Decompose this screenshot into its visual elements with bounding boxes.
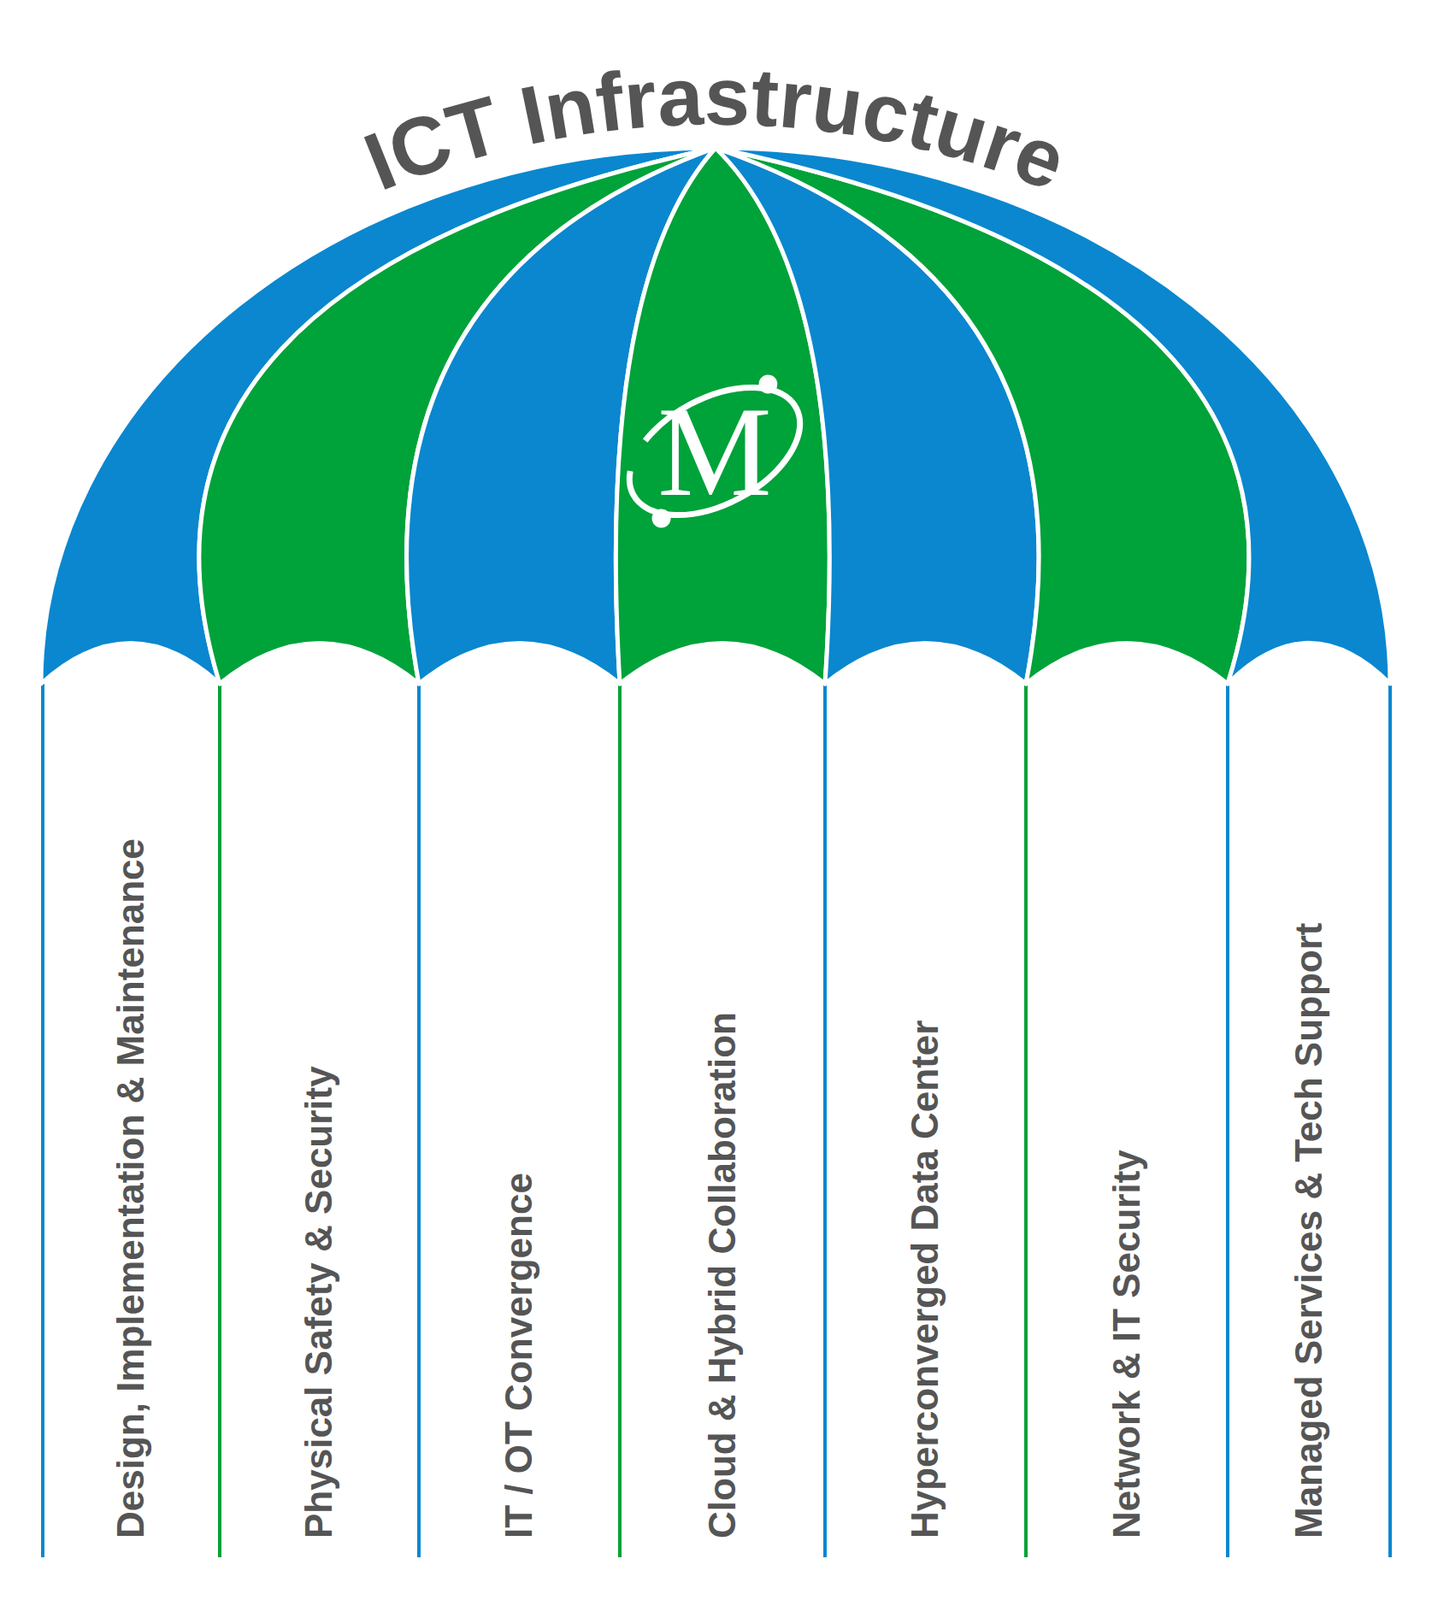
umbrella-rib [218, 679, 222, 1558]
umbrella-rib [618, 679, 622, 1558]
column-label: Cloud & Hybrid Collaboration [700, 769, 746, 1539]
title-path-text: ICT Infrastructure [352, 49, 1079, 207]
service-column: Hyperconverged Data Center [827, 709, 1024, 1556]
logo-letter: M [657, 387, 772, 516]
column-label: Managed Services & Tech Support [1286, 769, 1332, 1539]
column-label: Design, Implementation & Maintenance [108, 837, 154, 1539]
logo-ring [608, 361, 822, 543]
service-column: Physical Safety & Security [222, 709, 417, 1556]
umbrella-rib [1388, 679, 1392, 1558]
umbrella-rib [823, 679, 827, 1558]
column-label: IT / OT Convergence [496, 769, 543, 1539]
umbrella-rib [1225, 679, 1230, 1558]
umbrella-panel [715, 147, 1391, 684]
umbrella-rib [1024, 679, 1028, 1558]
service-column: Design, Implementation & Maintenance [45, 709, 218, 1556]
service-column: IT / OT Convergence [421, 709, 618, 1556]
service-column: Managed Services & Tech Support [1230, 709, 1388, 1556]
umbrella-rib [41, 679, 45, 1558]
column-label: Network & IT Security [1104, 769, 1150, 1539]
service-column: Cloud & Hybrid Collaboration [622, 709, 823, 1556]
service-column: Network & IT Security [1028, 709, 1226, 1556]
column-label: Physical Safety & Security [296, 769, 342, 1539]
column-label: Hyperconverged Data Center [902, 769, 949, 1539]
logo-ellipse [608, 361, 822, 543]
umbrella-rib [417, 679, 421, 1558]
diagram-title: ICT Infrastructure [352, 49, 1079, 207]
